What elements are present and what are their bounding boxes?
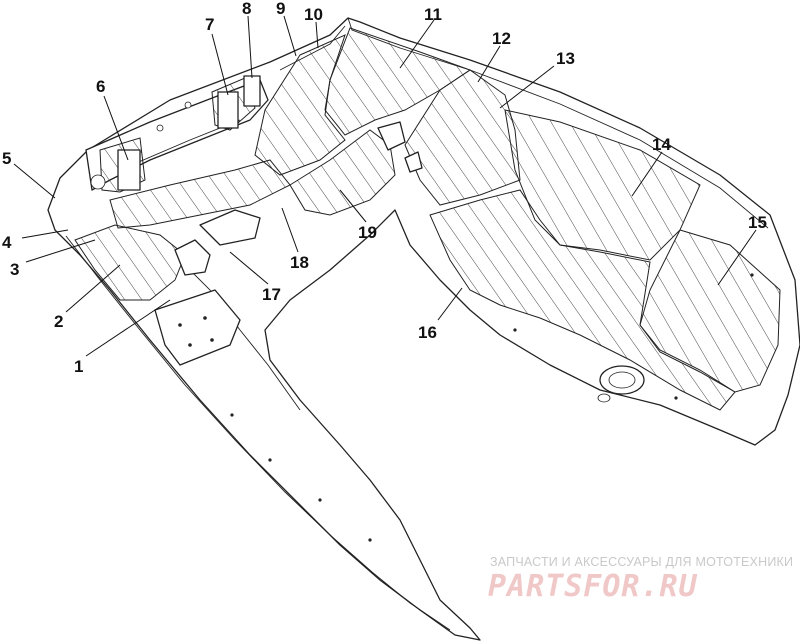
mount-block-7 bbox=[217, 91, 239, 129]
watermark: ЗАПЧАСТИ И АКСЕССУАРЫ ДЛЯ МОТОТЕХНИКИ PA… bbox=[488, 555, 793, 604]
callout-5: 5 bbox=[2, 149, 11, 168]
callout-9: 9 bbox=[276, 0, 285, 18]
callout-16: 16 bbox=[418, 323, 437, 342]
callout-7: 7 bbox=[205, 15, 214, 34]
rivet bbox=[230, 413, 234, 417]
rivet bbox=[178, 323, 182, 327]
callout-15: 15 bbox=[748, 213, 767, 232]
front-lip-line bbox=[65, 235, 451, 631]
front-lip-line-2 bbox=[179, 259, 301, 411]
rivet bbox=[674, 396, 678, 400]
callout-3: 3 bbox=[10, 260, 19, 279]
part-17-bracket bbox=[174, 239, 211, 276]
callout-1: 1 bbox=[74, 357, 83, 376]
bracket-assembly bbox=[85, 75, 269, 193]
vent-inner bbox=[608, 371, 636, 389]
panel-10 bbox=[254, 34, 346, 176]
callout-19: 19 bbox=[358, 223, 377, 242]
callout-12: 12 bbox=[492, 29, 511, 48]
bolt-hole bbox=[184, 101, 192, 109]
clip-right bbox=[404, 151, 423, 173]
rivet bbox=[188, 343, 192, 347]
callout-11: 11 bbox=[424, 5, 442, 24]
rivet bbox=[750, 273, 754, 277]
callout-14: 14 bbox=[652, 135, 671, 154]
small-parts bbox=[174, 121, 423, 276]
flap-plate bbox=[154, 289, 241, 366]
bolt-hole bbox=[156, 124, 164, 132]
rivet bbox=[368, 538, 372, 542]
rivet bbox=[210, 338, 214, 342]
part-19-clip bbox=[377, 121, 406, 151]
rivet bbox=[513, 328, 517, 332]
watermark-tagline: ЗАПЧАСТИ И АКСЕССУАРЫ ДЛЯ МОТОТЕХНИКИ bbox=[490, 555, 793, 569]
round-vent bbox=[597, 365, 645, 403]
panel-center-strip bbox=[109, 159, 291, 229]
bolt-hole bbox=[90, 174, 106, 190]
panel-19 bbox=[289, 129, 396, 216]
part-18-bracket bbox=[199, 209, 261, 246]
callout-18: 18 bbox=[290, 253, 309, 272]
callout-labels: 1 2 3 4 5 6 7 8 9 10 11 12 13 14 15 16 1… bbox=[2, 0, 767, 376]
mount-block-8 bbox=[243, 75, 261, 107]
rivet bbox=[268, 458, 272, 462]
hatched-panels bbox=[74, 27, 781, 411]
leader-lines bbox=[13, 15, 757, 357]
callout-10: 10 bbox=[304, 5, 323, 24]
rivet bbox=[203, 316, 207, 320]
callout-13: 13 bbox=[556, 49, 575, 68]
mount-block-6 bbox=[117, 149, 141, 191]
watermark-logo: PARTSFOR.RU bbox=[488, 569, 698, 604]
callout-2: 2 bbox=[54, 312, 63, 331]
callout-17: 17 bbox=[262, 285, 281, 304]
callout-6: 6 bbox=[96, 77, 105, 96]
lower-flap bbox=[154, 273, 754, 542]
rivet bbox=[318, 498, 322, 502]
callout-4: 4 bbox=[2, 233, 12, 252]
vent-hole bbox=[597, 393, 611, 403]
callout-8: 8 bbox=[242, 0, 251, 18]
panel-16 bbox=[429, 189, 736, 411]
